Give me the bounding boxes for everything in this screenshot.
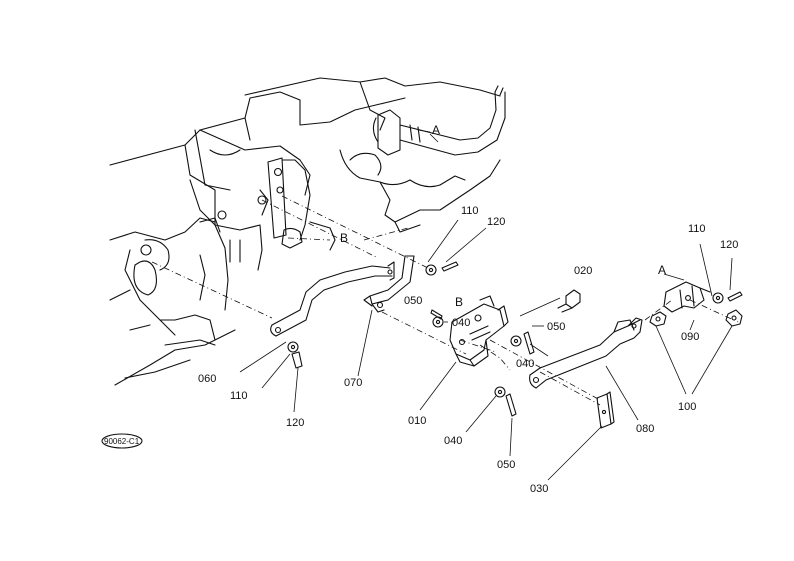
callout-060: 060 <box>198 373 216 385</box>
callout-050-lower: 050 <box>497 459 515 471</box>
callout-070: 070 <box>344 377 362 389</box>
ref-b-mid: B <box>455 295 463 309</box>
washer-040-lower <box>494 386 506 398</box>
washer-040-mid <box>510 335 522 347</box>
clevis-090 <box>663 281 711 313</box>
pin-050-upper <box>430 309 443 320</box>
bolt-020 <box>519 289 581 317</box>
leader-lines <box>239 129 733 481</box>
callout-110-lower: 110 <box>230 390 248 402</box>
flat-bar-030 <box>596 391 615 429</box>
pin-120-lower <box>291 351 303 369</box>
link-rod-060 <box>270 261 395 337</box>
callout-120-upper: 120 <box>487 216 505 228</box>
pin-050-mid <box>523 331 535 355</box>
ref-b-upper: B <box>340 231 348 245</box>
washer-110-right <box>712 292 724 304</box>
callout-050-upper: 050 <box>404 295 422 307</box>
nut-100-a <box>649 311 667 327</box>
callout-120-lower: 120 <box>286 417 304 429</box>
callout-110-upper: 110 <box>461 205 479 217</box>
bracket-plate-010 <box>449 295 509 367</box>
ref-a-upper: A <box>432 123 440 137</box>
callout-040-lower: 040 <box>444 435 462 447</box>
washer-110-lower <box>287 341 299 353</box>
callout-080: 080 <box>636 423 654 435</box>
callout-020: 020 <box>574 265 592 277</box>
callout-010: 010 <box>408 415 426 427</box>
callout-labels: 010 020 030 040 040 040 050 050 050 060 … <box>198 205 738 495</box>
pin-120-upper <box>441 261 459 272</box>
callout-120-right: 120 <box>720 239 738 251</box>
callout-030: 030 <box>530 483 548 495</box>
bent-lever-070 <box>363 255 415 313</box>
callout-110-right: 110 <box>688 223 706 235</box>
transmission-housing <box>109 91 406 386</box>
figure-code-badge: 90062-C1 <box>101 433 143 449</box>
ref-a-right: A <box>658 263 666 277</box>
arm-080 <box>529 317 643 389</box>
callout-040-mid: 040 <box>516 358 534 370</box>
pin-120-right <box>727 291 743 302</box>
reference-marks: A A B B <box>340 123 666 309</box>
pin-050-lower <box>505 393 517 417</box>
callout-090: 090 <box>681 331 699 343</box>
nut-100-b <box>725 309 743 327</box>
callout-100: 100 <box>678 401 696 413</box>
figure-code: 90062-C1 <box>104 437 140 446</box>
callout-040-upper: 040 <box>452 317 470 329</box>
washer-110-upper <box>425 264 437 276</box>
callout-050-mid: 050 <box>547 321 565 333</box>
engine-block <box>244 77 506 233</box>
assembly-lines <box>151 195 739 406</box>
